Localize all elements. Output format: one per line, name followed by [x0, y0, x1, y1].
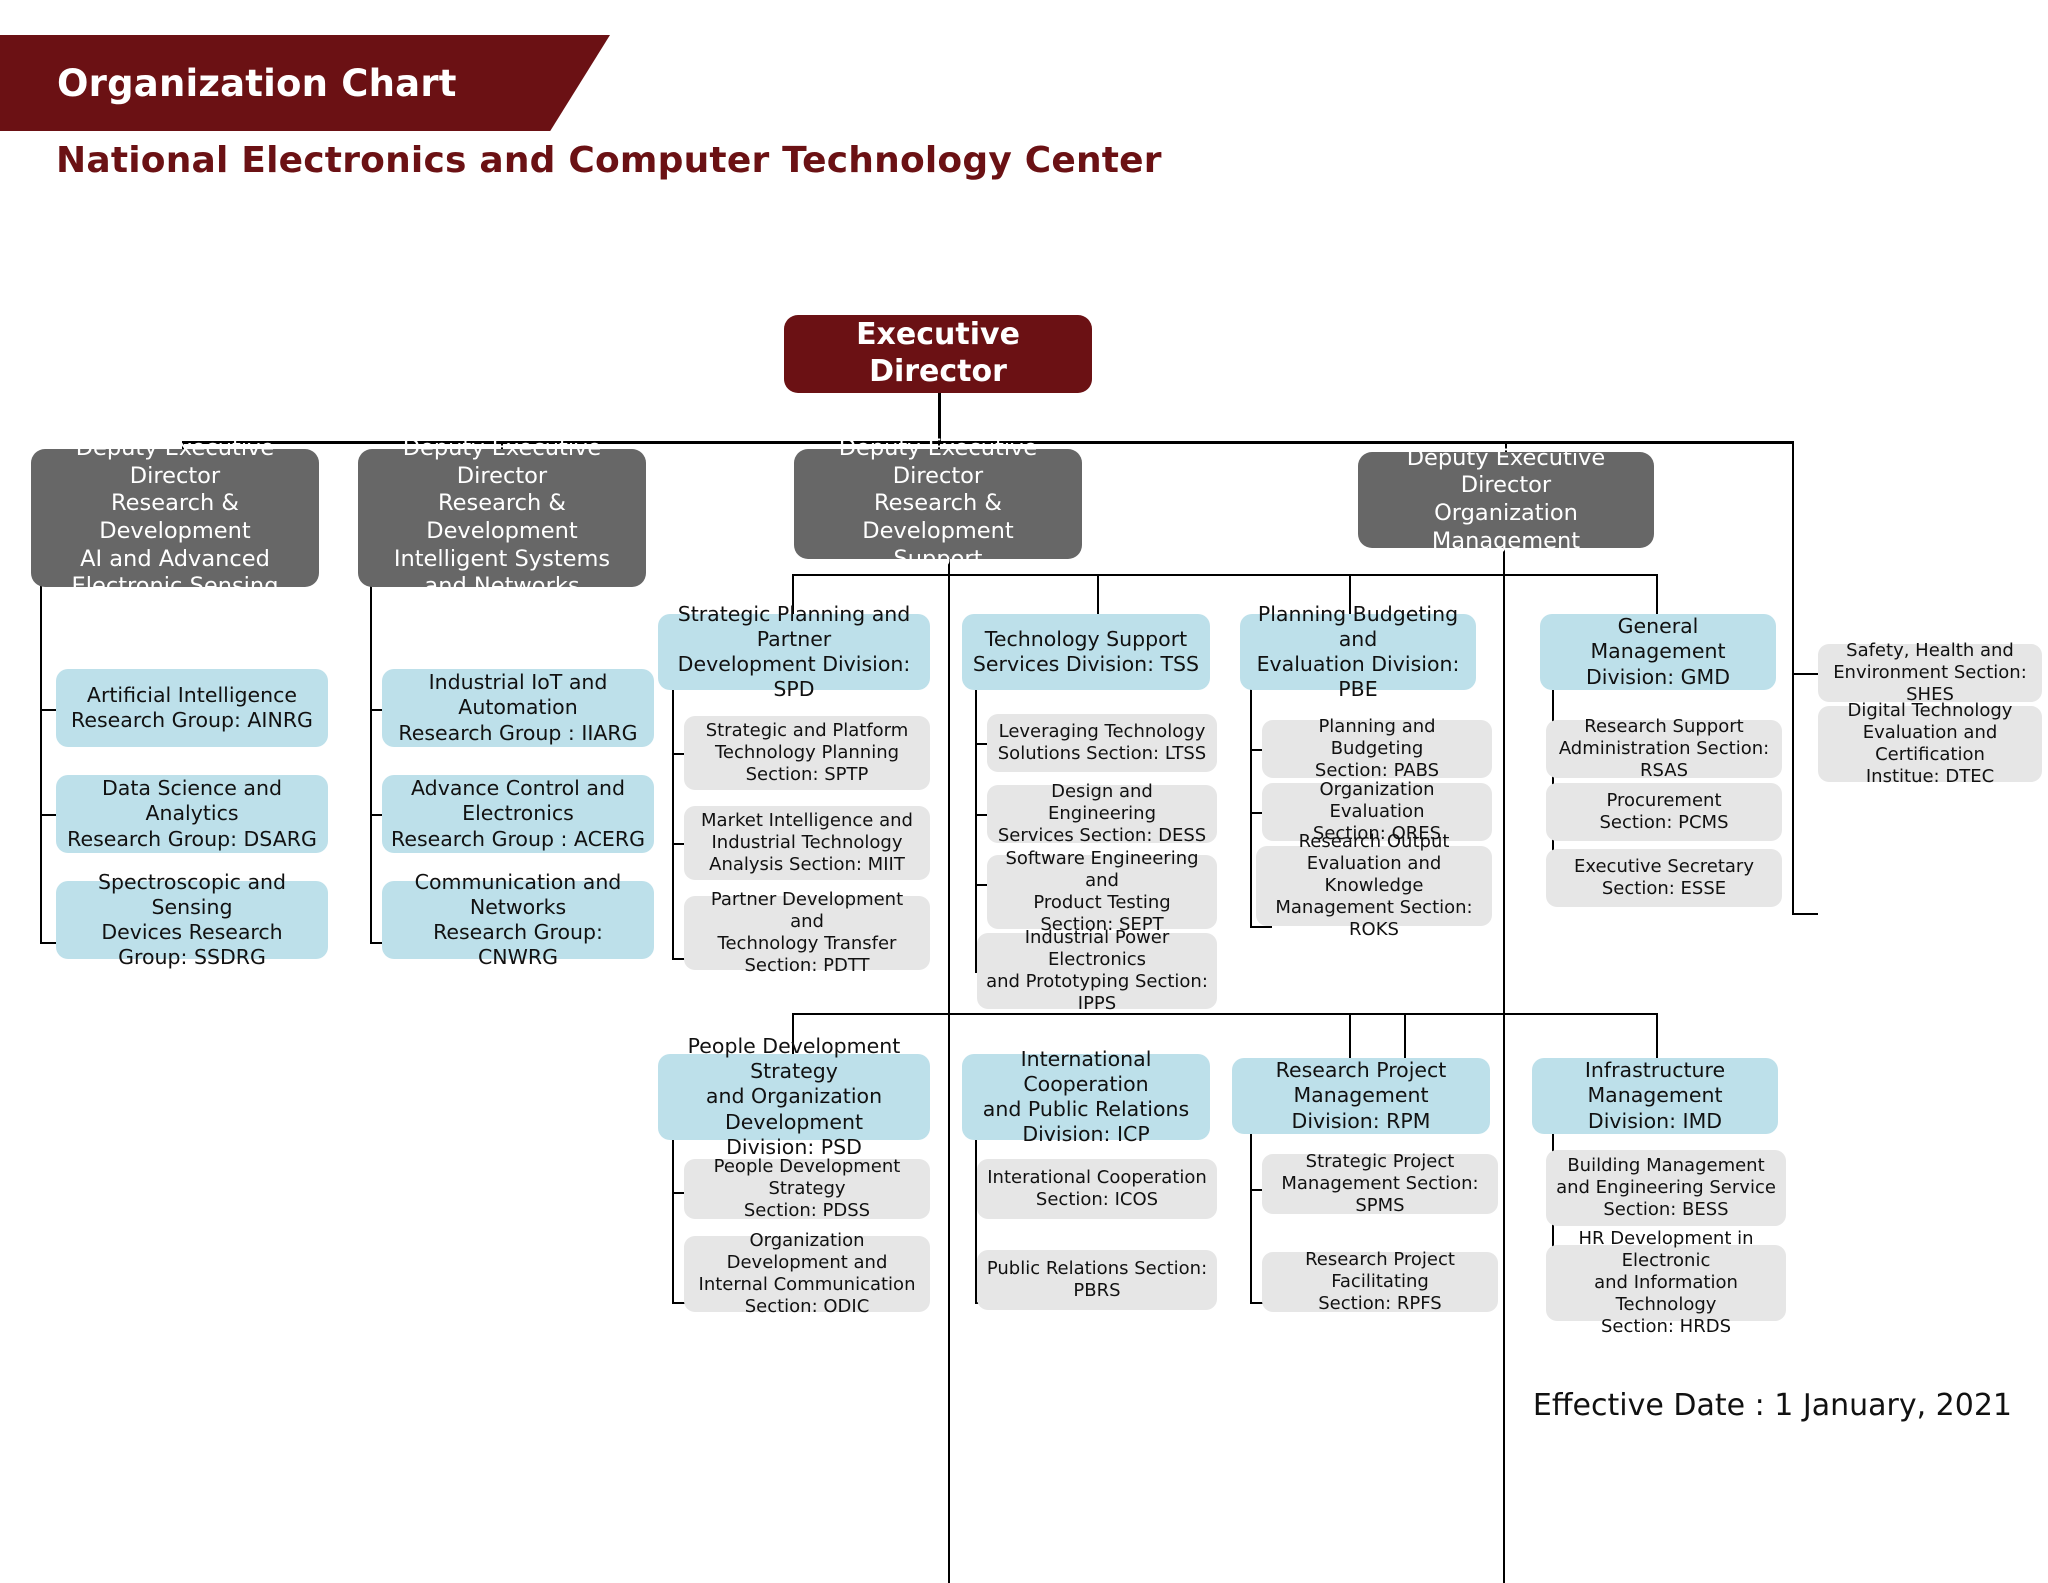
connector-ded-om-bus2 [1349, 1013, 1657, 1015]
node-division-tss[interactable]: Technology Support Services Division: TS… [962, 614, 1210, 690]
connector-pdss-tick [672, 1192, 694, 1194]
connector-sptp-tick [672, 753, 694, 755]
connector-drop-tss [1097, 574, 1099, 614]
node-section-roks[interactable]: Research Output Evaluation and Knowledge… [1256, 831, 1492, 940]
connector-standalone-spine [1792, 441, 1794, 915]
connector-drop-gmd [1656, 574, 1658, 614]
connector-dsarg-tick [40, 814, 68, 816]
connector-rpfs-tick [1250, 1302, 1272, 1304]
node-deputy-intelligent-systems[interactable]: Deputy Executive Director Research & Dev… [358, 435, 646, 599]
connector-pdtt-tick [672, 958, 694, 960]
connector-miit-tick [672, 843, 694, 845]
connector-spd-spine [672, 680, 674, 960]
node-section-pdtt[interactable]: Partner Development and Technology Trans… [684, 889, 930, 976]
node-section-pdss[interactable]: People Development Strategy Section: PDS… [684, 1156, 930, 1221]
connector-root-stem [938, 392, 941, 443]
connector-pbe-spine [1250, 680, 1252, 928]
node-section-hrds[interactable]: HR Development in Electronic and Informa… [1546, 1228, 1786, 1337]
node-section-sptp[interactable]: Strategic and Platform Technology Planni… [684, 716, 930, 790]
connector-sept-tick [975, 884, 997, 886]
node-deputy-org-management[interactable]: Deputy Executive Director Organization M… [1358, 445, 1654, 554]
node-section-pcms[interactable]: Procurement Section: PCMS [1546, 783, 1782, 841]
node-group-ainrg[interactable]: Artificial Intelligence Research Group: … [56, 669, 328, 747]
node-section-icos[interactable]: Interational Cooperation Section: ICOS [977, 1159, 1217, 1219]
connector-top-bus [182, 441, 1794, 444]
node-section-rpfs[interactable]: Research Project Facilitating Section: R… [1262, 1249, 1498, 1314]
node-section-miit[interactable]: Market Intelligence and Industrial Techn… [684, 806, 930, 880]
node-section-spms[interactable]: Strategic Project Management Section: SP… [1262, 1151, 1498, 1216]
effective-date: Effective Date : 1 January, 2021 [1532, 1388, 2012, 1423]
connector-tss-spine [975, 680, 977, 973]
connector-drop-rpm [1349, 1013, 1351, 1058]
node-group-acerg[interactable]: Advance Control and Electronics Research… [382, 775, 654, 853]
node-section-shes[interactable]: Safety, Health and Environment Section: … [1818, 640, 2042, 705]
connector-pabs-tick [1250, 749, 1272, 751]
node-section-ipps[interactable]: Industrial Power Electronics and Prototy… [977, 927, 1217, 1014]
connector-psd-spine [672, 1135, 674, 1304]
connector-ainrg-tick [40, 709, 68, 711]
connector-shes-tick [1792, 673, 1818, 675]
connector-ded-om-bus1 [1349, 574, 1657, 576]
connector-roks-tick [1250, 926, 1272, 928]
node-section-pbrs[interactable]: Public Relations Section: PBRS [977, 1250, 1217, 1310]
node-section-sept[interactable]: Software Engineering and Product Testing… [987, 848, 1217, 935]
connector-ded-om-stem [1503, 545, 1505, 1583]
node-section-ltss[interactable]: Leveraging Technology Solutions Section:… [987, 714, 1217, 772]
node-division-gmd[interactable]: General Management Division: GMD [1540, 614, 1776, 690]
node-group-dsarg[interactable]: Data Science and Analytics Research Grou… [56, 775, 328, 853]
connector-ssdrg-tick [40, 942, 68, 944]
connector-drop-psd [792, 1013, 794, 1058]
connector-ded-ai-spine [40, 586, 42, 944]
node-section-bess[interactable]: Building Management and Engineering Serv… [1546, 1150, 1786, 1226]
connector-spms-tick [1250, 1189, 1272, 1191]
node-group-iiarg[interactable]: Industrial IoT and Automation Research G… [382, 669, 654, 747]
node-division-imd[interactable]: Infrastructure Management Division: IMD [1532, 1058, 1778, 1134]
connector-drop-imd [1656, 1013, 1658, 1058]
node-group-cnwrg[interactable]: Communication and Networks Research Grou… [382, 870, 654, 969]
connector-ltss-tick [975, 743, 997, 745]
node-deputy-rd-support[interactable]: Deputy Executive Director Research & Dev… [794, 435, 1082, 572]
node-division-spd[interactable]: Strategic Planning and Partner Developme… [658, 602, 930, 701]
banner-title: Organization Chart [57, 61, 457, 105]
node-group-ssdrg[interactable]: Spectroscopic and Sensing Devices Resear… [56, 870, 328, 969]
connector-drop-icp [1404, 1013, 1406, 1058]
node-section-pabs[interactable]: Planning and Budgeting Section: PABS [1262, 716, 1492, 781]
connector-ded-sup-bus2 [792, 1013, 1404, 1015]
node-section-ores[interactable]: Organization Evaluation Section: ORES [1262, 779, 1492, 844]
node-section-dess[interactable]: Design and Engineering Services Section:… [987, 781, 1217, 846]
node-deputy-ai-sensing[interactable]: Deputy Executive Director Research & Dev… [31, 435, 319, 599]
connector-icp-spine [975, 1135, 977, 1304]
node-division-icp[interactable]: International Cooperation and Public Rel… [962, 1047, 1210, 1146]
connector-gmd-spine [1552, 680, 1554, 880]
connector-ores-tick [1250, 812, 1272, 814]
node-section-esse[interactable]: Executive Secretary Section: ESSE [1546, 849, 1782, 907]
node-section-rsas[interactable]: Research Support Administration Section:… [1546, 716, 1782, 781]
connector-dess-tick [975, 814, 997, 816]
connector-ded-sup-stem [948, 556, 950, 1583]
connector-drop-spd [792, 574, 794, 614]
node-section-dtec[interactable]: Digital Technology Evaluation and Certif… [1818, 700, 2042, 787]
node-division-rpm[interactable]: Research Project Management Division: RP… [1232, 1058, 1490, 1134]
node-section-odic[interactable]: Organization Development and Internal Co… [684, 1230, 930, 1317]
node-executive-director[interactable]: Executive Director [784, 315, 1092, 393]
connector-odic-tick [672, 1302, 694, 1304]
title-banner: Organization Chart [0, 35, 610, 131]
connector-rpm-spine [1250, 1130, 1252, 1304]
connector-ded-isn-spine [370, 586, 372, 944]
node-division-pbe[interactable]: Planning Budgeting and Evaluation Divisi… [1240, 602, 1476, 701]
connector-drop-pbe [1349, 574, 1351, 614]
connector-dtec-tick [1792, 913, 1818, 915]
node-division-psd[interactable]: People Development Strategy and Organiza… [658, 1034, 930, 1159]
page-subtitle: National Electronics and Computer Techno… [56, 140, 1162, 181]
